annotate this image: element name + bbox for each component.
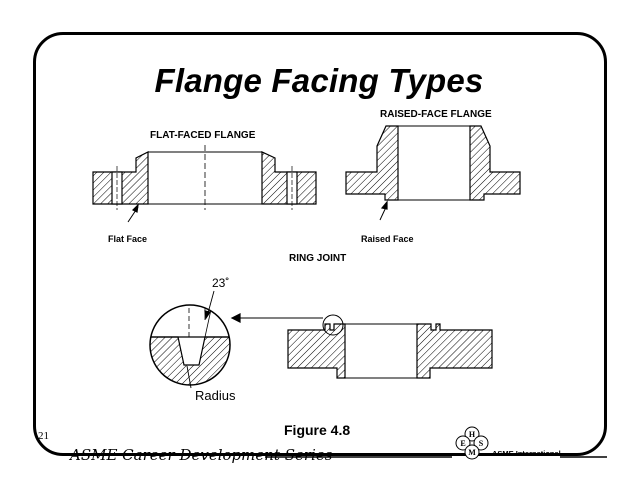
logo-letter-m: M <box>468 448 476 457</box>
raised-face-caption: Raised Face <box>361 234 414 244</box>
flat-faced-flange-drawing <box>92 145 317 223</box>
raised-face-flange-title: RAISED-FACE FLANGE <box>380 109 492 120</box>
angle-label: 23˚ <box>212 276 230 290</box>
figure-label: Figure 4.8 <box>284 422 351 438</box>
ring-joint-title: RING JOINT <box>289 253 347 264</box>
asme-international-text: ASME International <box>492 449 561 458</box>
flat-faced-flange-title: FLAT-FACED FLANGE <box>150 130 256 141</box>
footer-series-title: ASME Career Development Series <box>70 446 333 464</box>
logo-letter-h: H <box>469 430 476 439</box>
asme-logo <box>455 426 489 460</box>
flat-face-caption: Flat Face <box>108 234 148 244</box>
slide-frame <box>33 32 607 456</box>
slide-number: 21 <box>38 430 49 442</box>
slide-title: Flange Facing Types <box>154 62 484 99</box>
logo-letter-e: E <box>460 439 465 448</box>
ring-groove-detail <box>149 290 231 389</box>
raised-face-flange-drawing <box>345 125 521 221</box>
radius-label: Radius <box>195 388 236 403</box>
ring-joint-flange-drawing <box>230 313 493 379</box>
logo-letter-s: S <box>479 439 484 448</box>
